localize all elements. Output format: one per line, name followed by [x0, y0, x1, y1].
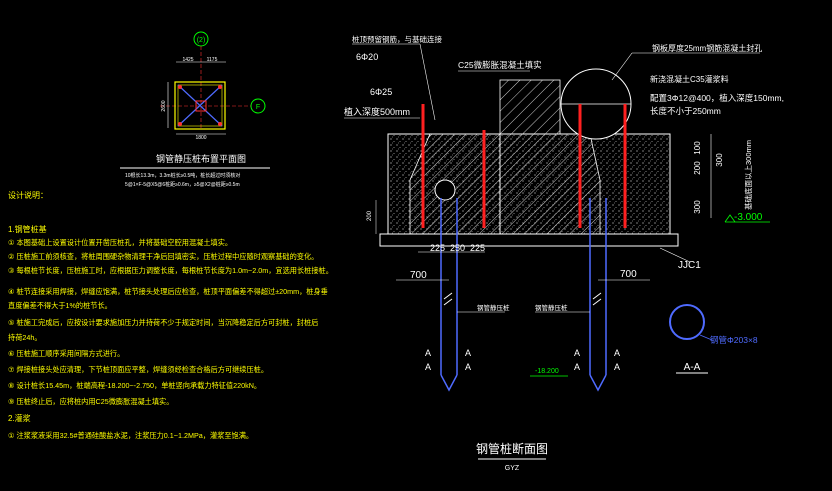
- dim-225-b: 225: [470, 243, 485, 253]
- plan-dim-top-left: 1425: [182, 57, 193, 63]
- label-steel: 钢板厚度25mm钢筋混凝土封孔: [652, 43, 762, 53]
- plan-note-1: 10根长13.3m，3.3m桩长≥0.5吨，桩长超过时须核对: [125, 172, 240, 179]
- leader-anchor-diag: [419, 43, 436, 121]
- note-item: ⑤ 桩施工完成后，应按设计要求施加压力并持荷不少于规定时间，当沉降稳定后方可封桩…: [8, 318, 318, 327]
- pile-dot-2: [218, 85, 222, 89]
- dim-100: 100: [693, 141, 702, 155]
- note-item: 直度偏差不得大于1%的桩节长。: [8, 301, 112, 310]
- note-item: ① 本图基础上设置设计位置开凿压桩孔，并将基础空腔用混凝土填实。: [8, 238, 232, 247]
- section-mark-a5: A: [574, 348, 580, 358]
- aa-pipe-circle: [669, 304, 705, 340]
- section-mark-a2: A: [425, 362, 431, 372]
- section-mark-a6: A: [574, 362, 580, 372]
- label-rebar-left-b: 6Φ25: [370, 87, 392, 97]
- pile-section-view: 桩顶预留钢筋，与基础连接 6Φ20 6Φ25 植入深度500mm C25微膨胀混…: [344, 34, 784, 472]
- plan-dim-left: 2600: [161, 100, 167, 111]
- plan-diagonal-2: [177, 84, 223, 127]
- column-square: [195, 100, 207, 112]
- pile-hole-left: [434, 179, 456, 201]
- section-mark-a7: A: [614, 348, 620, 358]
- notes-section-1: 1.钢管桩基: [8, 224, 47, 234]
- axis-top-label: (2): [197, 37, 206, 44]
- dim-700-left: 700: [410, 270, 427, 281]
- design-notes: 设计说明： 1.钢管桩基 ① 本图基础上设置设计位置开凿压桩孔，并将基础空腔用混…: [8, 190, 333, 440]
- section-mark-a4: A: [465, 362, 471, 372]
- pile-left-tip: [440, 374, 458, 392]
- note-item: ② 压桩施工前须核查，将桩周围硬杂物清理干净后回填密实，压桩过程中应随时观察基础…: [8, 252, 318, 261]
- pile-label-left: 钢管静压桩: [477, 303, 510, 312]
- elev-right-mark: [724, 214, 736, 223]
- label-embed: 植入深度500mm: [344, 106, 410, 117]
- notes-heading: 设计说明：: [8, 190, 48, 200]
- aa-leader: [699, 334, 713, 341]
- note-item: ⑨ 压桩终止后，应将桩内用C25微膨胀混凝土填实。: [8, 397, 173, 406]
- axis-right-label: F: [256, 104, 260, 111]
- note-item: ④ 桩节连接采用焊接，焊缝应饱满，桩节接头处理后应检查，桩顶平面偏差不得超过±2…: [8, 287, 328, 296]
- plan-note-2: 5@1×F-5@X5@6桩距≥0.6m，≥5@X2@桩距≥0.5m: [125, 181, 240, 188]
- dim-250: 250: [450, 243, 465, 253]
- dim-700-right: 700: [620, 269, 637, 280]
- plan-title: 钢管静压桩布置平面图: [156, 153, 246, 164]
- pile-right-tip: [589, 374, 607, 392]
- elev-bottom: -18.200: [535, 368, 559, 375]
- pile-dot-1: [178, 85, 182, 89]
- label-anchor: 桩顶预留钢筋，与基础连接: [352, 34, 442, 44]
- section-title: 钢管桩断面图: [476, 441, 548, 456]
- label-c35-c: 长度不小于250mm: [650, 106, 721, 116]
- pile-plan-view: (2) F 1425 1175 2600 1800 钢管静压桩布置平面图 10根…: [120, 31, 270, 188]
- label-rebar-left: 6Φ20: [356, 52, 378, 62]
- pile-dot-4: [218, 122, 222, 126]
- elev-right: -3.000: [734, 212, 763, 223]
- aa-title: A-A: [684, 362, 701, 373]
- hatched-column-base-right: [499, 133, 601, 235]
- dim-200: 200: [693, 161, 702, 175]
- pile-dot-3: [178, 122, 182, 126]
- note-item-grout: ① 注浆浆液采用32.5#普通硅酸盐水泥，注浆压力0.1~1.2MPa，灌浆至饱…: [8, 431, 253, 440]
- section-mark-a1: A: [425, 348, 431, 358]
- dim-right-300: 300: [715, 153, 724, 167]
- note-item: ⑦ 焊接桩接头处应清理，下节桩顶面应平整，焊缝须经检查合格后方可继续压桩。: [8, 365, 268, 374]
- break-mark-left: [443, 292, 453, 306]
- dim-left-200: 200: [367, 210, 373, 221]
- label-c35-b: 配置3Φ12@400，植入深度150mm,: [650, 93, 784, 103]
- leader-steel-diag: [611, 52, 633, 81]
- note-item: ⑥ 压桩施工顺序采用间隔方式进行。: [8, 349, 124, 358]
- dim-300-b: 300: [693, 200, 702, 214]
- break-mark-right: [592, 292, 602, 306]
- section-subtitle: GYZ: [505, 465, 520, 472]
- notes-section-2: 2.灌浆: [8, 413, 31, 423]
- foundation-base-slab: [379, 233, 679, 247]
- label-c25: C25微膨胀混凝土填实: [458, 60, 542, 70]
- plan-dim-bottom: 1800: [195, 135, 206, 141]
- section-mark-a8: A: [614, 362, 620, 372]
- pile-label-right: 钢管静压桩: [535, 303, 568, 312]
- jjc-label: JJC1: [678, 260, 701, 271]
- jjc-leader: [659, 247, 691, 263]
- label-right-vertical: 基础底面以上300mm: [743, 140, 753, 210]
- aa-label: 钢管Φ203×8: [710, 335, 758, 345]
- pile-cap-outline: [174, 81, 226, 130]
- section-mark-a3: A: [465, 348, 471, 358]
- note-item: ⑧ 设计桩长15.45m，桩端高程-18.200~-2.750，单桩竖向承载力特…: [8, 381, 261, 390]
- note-item: ③ 每根桩节长度，压桩施工时，应根据压力调整长度，每根桩节长度为1.0m~2.0…: [8, 266, 333, 275]
- pile-cap-inner: [177, 84, 223, 127]
- note-item: 持荷24h。: [8, 333, 42, 342]
- dim-225-a: 225: [430, 243, 445, 253]
- column-hatched: [499, 79, 561, 135]
- label-c35: 新浇混凝土C35灌浆料: [650, 74, 729, 84]
- plan-dim-top-right: 1175: [207, 57, 218, 63]
